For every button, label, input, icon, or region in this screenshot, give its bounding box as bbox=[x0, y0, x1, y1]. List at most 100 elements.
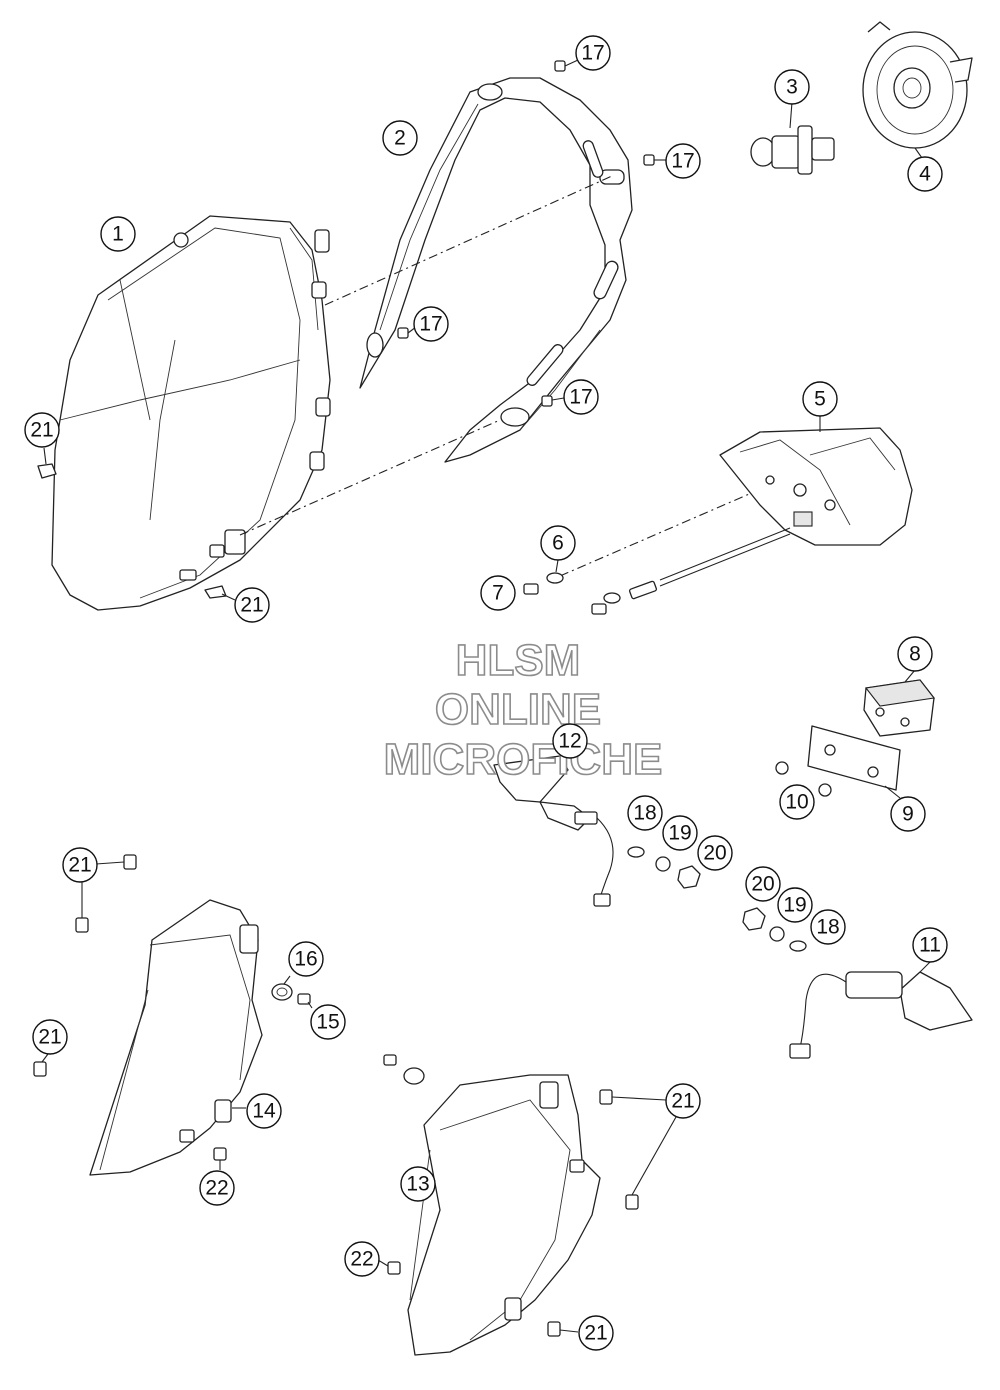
screw-17 bbox=[397, 59, 666, 407]
callout-label: 17 bbox=[419, 313, 442, 336]
callout-label: 8 bbox=[909, 643, 921, 666]
callout-20[interactable]: 20 bbox=[745, 866, 781, 902]
screw-15 bbox=[297, 993, 311, 1005]
license-lamp bbox=[863, 679, 936, 737]
callout-18[interactable]: 18 bbox=[627, 795, 663, 831]
assembly-line bbox=[324, 175, 613, 306]
watermark-line-2: ONLINE bbox=[435, 685, 601, 734]
callout-20[interactable]: 20 bbox=[697, 835, 733, 871]
callout-3[interactable]: 3 bbox=[774, 69, 810, 105]
washer-6 bbox=[546, 572, 621, 604]
side-lamp-14 bbox=[89, 899, 263, 1176]
callout-label: 16 bbox=[294, 948, 317, 971]
bulb bbox=[750, 101, 835, 175]
gasket bbox=[807, 725, 901, 791]
callout-label: 7 bbox=[492, 582, 504, 605]
callout-2[interactable]: 2 bbox=[382, 120, 418, 156]
callout-21[interactable]: 21 bbox=[234, 587, 270, 623]
washer-19 bbox=[655, 856, 785, 942]
callout-17[interactable]: 17 bbox=[665, 143, 701, 179]
callout-6[interactable]: 6 bbox=[540, 525, 576, 561]
callout-label: 18 bbox=[816, 916, 839, 939]
indicator-left bbox=[493, 755, 614, 907]
callout-10[interactable]: 10 bbox=[779, 784, 815, 820]
assembly-line bbox=[559, 484, 771, 577]
callout-label: 10 bbox=[785, 791, 808, 814]
callout-label: 21 bbox=[240, 594, 263, 617]
callout-4[interactable]: 4 bbox=[907, 156, 943, 192]
callout-label: 21 bbox=[38, 1026, 61, 1049]
watermark-line-3: MICROFICHE bbox=[384, 735, 663, 784]
grommet-16 bbox=[271, 983, 293, 1001]
callout-label: 22 bbox=[350, 1248, 373, 1271]
callout-17[interactable]: 17 bbox=[575, 35, 611, 71]
callout-19[interactable]: 19 bbox=[777, 887, 813, 923]
callout-label: 14 bbox=[252, 1100, 276, 1123]
leader-lines bbox=[41, 416, 931, 1333]
callout-label: 22 bbox=[205, 1177, 228, 1200]
callout-label: 21 bbox=[584, 1322, 607, 1345]
callout-11[interactable]: 11 bbox=[912, 927, 948, 963]
watermark-line-1: HLSM bbox=[456, 636, 581, 685]
callout-1[interactable]: 1 bbox=[100, 216, 136, 252]
nut-10 bbox=[775, 761, 832, 797]
callout-label: 17 bbox=[581, 42, 604, 65]
callout-22[interactable]: 22 bbox=[344, 1241, 380, 1277]
callout-label: 1 bbox=[112, 223, 124, 246]
callout-label: 3 bbox=[786, 76, 798, 99]
callout-21[interactable]: 21 bbox=[24, 412, 60, 448]
headlight-assembly bbox=[51, 215, 331, 611]
nut-20 bbox=[677, 865, 766, 931]
callout-label: 18 bbox=[633, 802, 656, 825]
callout-18[interactable]: 18 bbox=[810, 909, 846, 945]
callout-21[interactable]: 21 bbox=[62, 847, 98, 883]
callout-7[interactable]: 7 bbox=[480, 575, 516, 611]
callout-label: 21 bbox=[30, 419, 53, 442]
callout-label: 6 bbox=[552, 532, 564, 555]
cover-cap bbox=[862, 21, 973, 159]
callout-17[interactable]: 17 bbox=[563, 379, 599, 415]
callout-label: 13 bbox=[406, 1173, 429, 1196]
callout-label: 15 bbox=[316, 1011, 339, 1034]
tail-light bbox=[628, 427, 913, 600]
callout-label: 19 bbox=[783, 894, 806, 917]
callout-12[interactable]: 12 bbox=[552, 723, 588, 759]
callout-13[interactable]: 13 bbox=[400, 1166, 436, 1202]
callout-8[interactable]: 8 bbox=[897, 636, 933, 672]
callout-label: 17 bbox=[671, 150, 694, 173]
callout-label: 21 bbox=[68, 854, 91, 877]
callout-16[interactable]: 16 bbox=[288, 941, 324, 977]
callout-label: 9 bbox=[902, 803, 914, 826]
callout-label: 17 bbox=[569, 386, 592, 409]
headlight-frame bbox=[359, 77, 633, 463]
callout-label: 19 bbox=[668, 822, 691, 845]
side-lamp-13 bbox=[407, 1074, 601, 1356]
callout-label: 4 bbox=[919, 163, 931, 186]
callout-label: 21 bbox=[671, 1090, 694, 1113]
screw-7 bbox=[523, 583, 607, 615]
callout-21[interactable]: 21 bbox=[32, 1019, 68, 1055]
assembly-line bbox=[239, 419, 501, 536]
callouts: 1 2 3 4 5 6 7 8 9 10 11 12 13 14 15 16 1… bbox=[24, 35, 948, 1351]
screw-22 bbox=[213, 1054, 425, 1275]
callout-label: 20 bbox=[751, 873, 774, 896]
callout-17[interactable]: 17 bbox=[413, 306, 449, 342]
callout-label: 20 bbox=[703, 842, 726, 865]
callout-21[interactable]: 21 bbox=[665, 1083, 701, 1119]
indicator-right bbox=[789, 971, 973, 1059]
callout-label: 2 bbox=[394, 127, 406, 150]
callout-label: 11 bbox=[919, 934, 941, 957]
callout-15[interactable]: 15 bbox=[310, 1004, 346, 1040]
callout-9[interactable]: 9 bbox=[890, 796, 926, 832]
watermark: HLSM ONLINE MICROFICHE bbox=[383, 635, 663, 785]
callout-label: 5 bbox=[814, 388, 826, 411]
callout-label: 12 bbox=[558, 730, 581, 753]
callout-19[interactable]: 19 bbox=[662, 815, 698, 851]
callout-14[interactable]: 14 bbox=[246, 1093, 282, 1129]
callout-22[interactable]: 22 bbox=[199, 1170, 235, 1206]
callout-5[interactable]: 5 bbox=[802, 381, 838, 417]
washer-18 bbox=[627, 846, 807, 952]
callout-21[interactable]: 21 bbox=[578, 1315, 614, 1351]
